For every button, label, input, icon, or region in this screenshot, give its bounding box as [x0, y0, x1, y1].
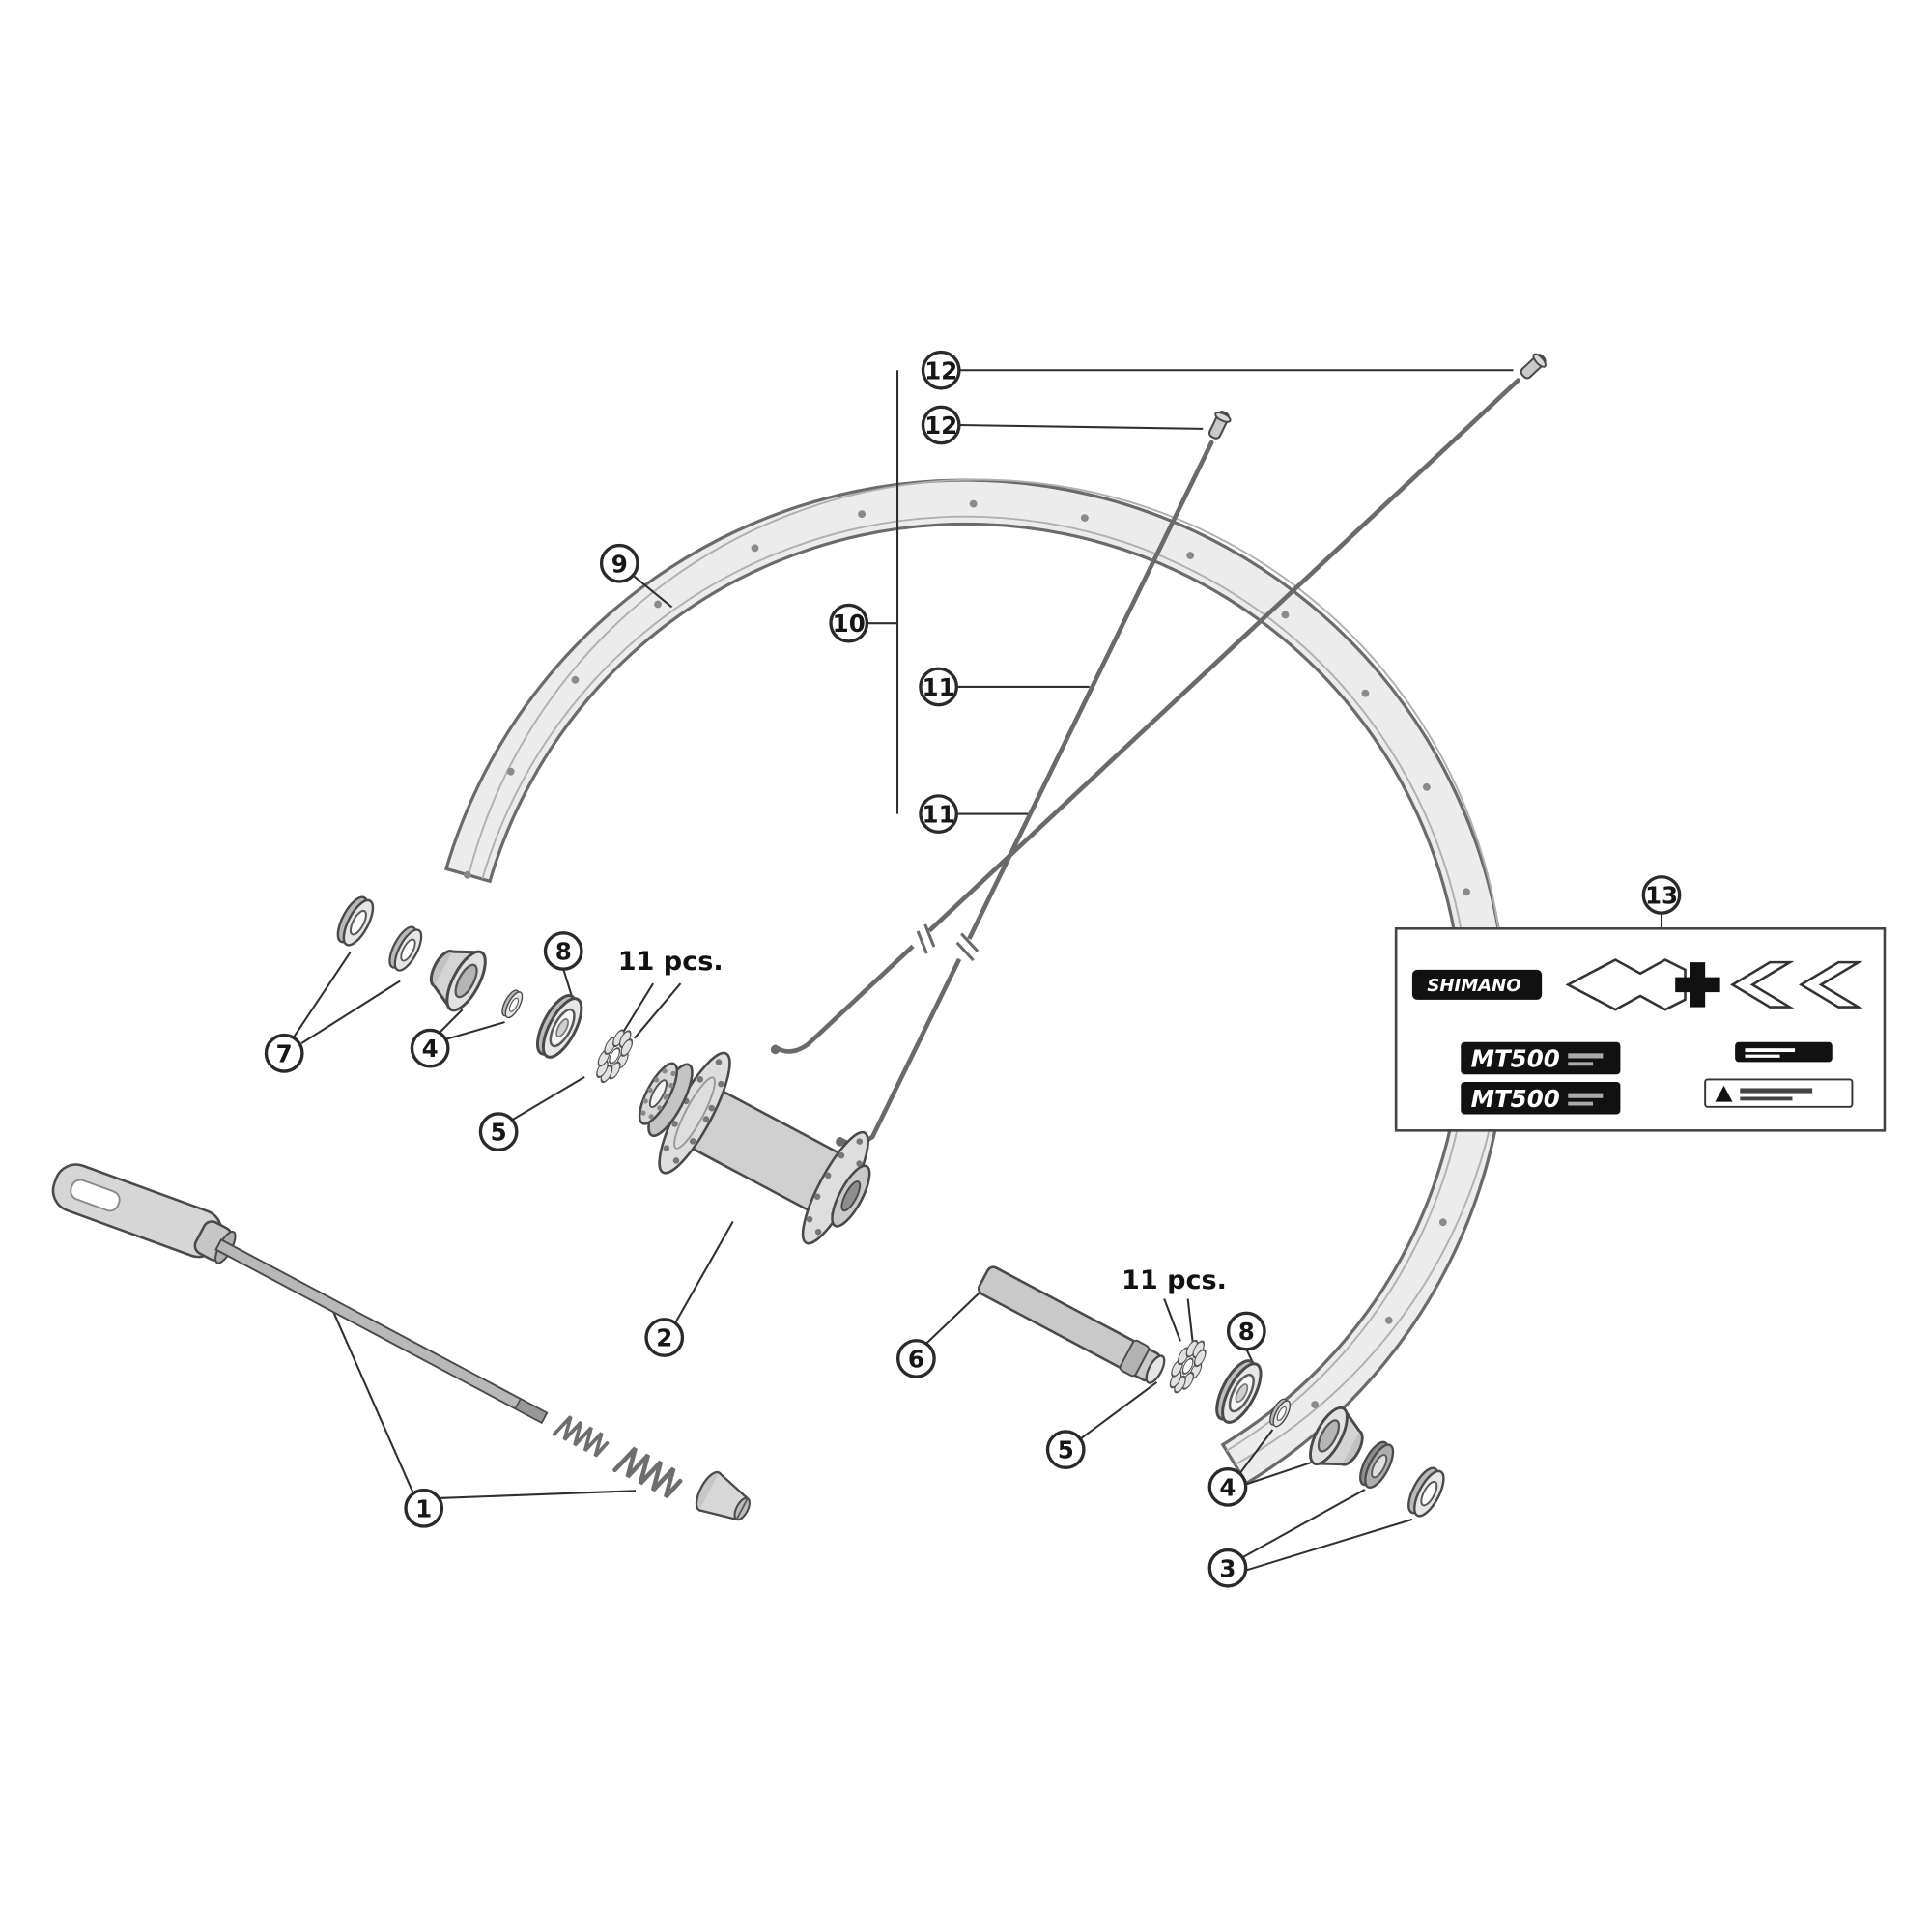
shimano-logo-text: SHIMANO	[1427, 976, 1520, 996]
callout-4-left-cone: 4	[410, 1028, 450, 1068]
callout-8-right-washer: 8	[1226, 1311, 1266, 1351]
callout-2-hub-axle: 2	[644, 1318, 685, 1357]
callout-11-spoke-lower: 11	[919, 794, 958, 834]
axle-tube	[977, 1265, 1166, 1384]
callout-9-rim: 9	[599, 543, 639, 583]
callout-10-spoke-assembly: 10	[829, 603, 869, 643]
right-outer-washer	[1402, 1463, 1451, 1521]
spoke-nipple-icon	[1516, 350, 1550, 384]
callout-13-decal-sheet: 13	[1641, 875, 1682, 915]
left-spacer	[497, 986, 526, 1021]
callout-5-left-locknut: 5	[478, 1112, 519, 1151]
svg-text:3: 3	[1219, 1554, 1236, 1582]
rim-spoke-holes	[464, 499, 1488, 1468]
spoke-nipple-icon	[1205, 408, 1234, 442]
callout-1-quick-release: 1	[404, 1488, 444, 1528]
callout-6-axle-tube: 6	[896, 1339, 936, 1378]
svg-text:11: 11	[923, 801, 955, 829]
left-dust-washer	[528, 988, 591, 1065]
svg-text:8: 8	[555, 938, 572, 966]
svg-text:10: 10	[833, 610, 866, 638]
bearing-count-label-left: 11 pcs.	[618, 947, 724, 977]
left-ball-bearing-retainer	[588, 1023, 641, 1089]
svg-text:4: 4	[422, 1035, 439, 1063]
callout-7-left-washers: 7	[264, 1033, 304, 1073]
hub-body	[638, 1051, 871, 1245]
rim-decal-chevron	[1730, 960, 1795, 1009]
mt500-decal-bar	[1461, 1082, 1621, 1115]
svg-text:7: 7	[276, 1039, 293, 1067]
quick-release-lever	[51, 1163, 223, 1259]
left-cone	[418, 934, 495, 1017]
svg-text:8: 8	[1238, 1318, 1255, 1346]
rim-decal-chevron	[1799, 960, 1863, 1009]
mt500-decal-text: MT500	[1471, 1045, 1560, 1073]
svg-text:9: 9	[611, 550, 628, 578]
spoke-break-mark	[909, 923, 938, 955]
callout-12-nipple-top: 12	[921, 350, 961, 390]
svg-text:1: 1	[415, 1494, 432, 1522]
spoke-break-mark	[952, 932, 980, 964]
right-dust-washer	[1208, 1353, 1270, 1430]
warning-triangle-icon	[1715, 1085, 1733, 1102]
mt500-decal-bar	[1461, 1041, 1621, 1075]
bearing-count-label-right: 11 pcs.	[1122, 1265, 1227, 1295]
callout-3-right-seals: 3	[1208, 1548, 1248, 1588]
warning-label	[1704, 1078, 1854, 1108]
svg-text:11: 11	[923, 673, 955, 701]
quick-release-skewer-rod	[214, 1237, 549, 1425]
centerlock-splines	[640, 1066, 676, 1122]
qr-end-nut	[690, 1467, 758, 1532]
shimano-logo-bar	[1411, 969, 1543, 1000]
svg-text:12: 12	[924, 412, 957, 440]
callout-8-left-washer: 8	[543, 931, 583, 971]
rim-decal-cross	[1675, 962, 1720, 1008]
callout-5-right-locknut: 5	[1045, 1430, 1086, 1470]
callout-11-spoke-upper: 11	[919, 667, 958, 707]
left-outer-washer	[330, 892, 381, 951]
callout-4-right-cone: 4	[1208, 1466, 1248, 1507]
mt500-decal-text: MT500	[1471, 1085, 1560, 1113]
small-spec-label	[1735, 1041, 1833, 1063]
svg-text:4: 4	[1219, 1473, 1236, 1501]
decal-sheet: SHIMANO MT500 MT500	[1394, 927, 1887, 1132]
svg-text:6: 6	[908, 1345, 924, 1373]
qr-spring	[552, 1411, 612, 1461]
svg-text:5: 5	[491, 1119, 507, 1147]
right-ball-bearing-retainer	[1162, 1333, 1214, 1399]
spoke-callout-bracket	[867, 369, 1514, 815]
svg-text:2: 2	[656, 1324, 672, 1352]
left-inner-washer	[383, 922, 428, 976]
callout-12-nipple-mid: 12	[921, 405, 961, 445]
svg-text:13: 13	[1645, 881, 1678, 909]
svg-text:12: 12	[924, 356, 957, 384]
svg-text:5: 5	[1058, 1436, 1074, 1464]
leader-lines	[292, 574, 1663, 1572]
wheel-rim	[443, 478, 1508, 1486]
